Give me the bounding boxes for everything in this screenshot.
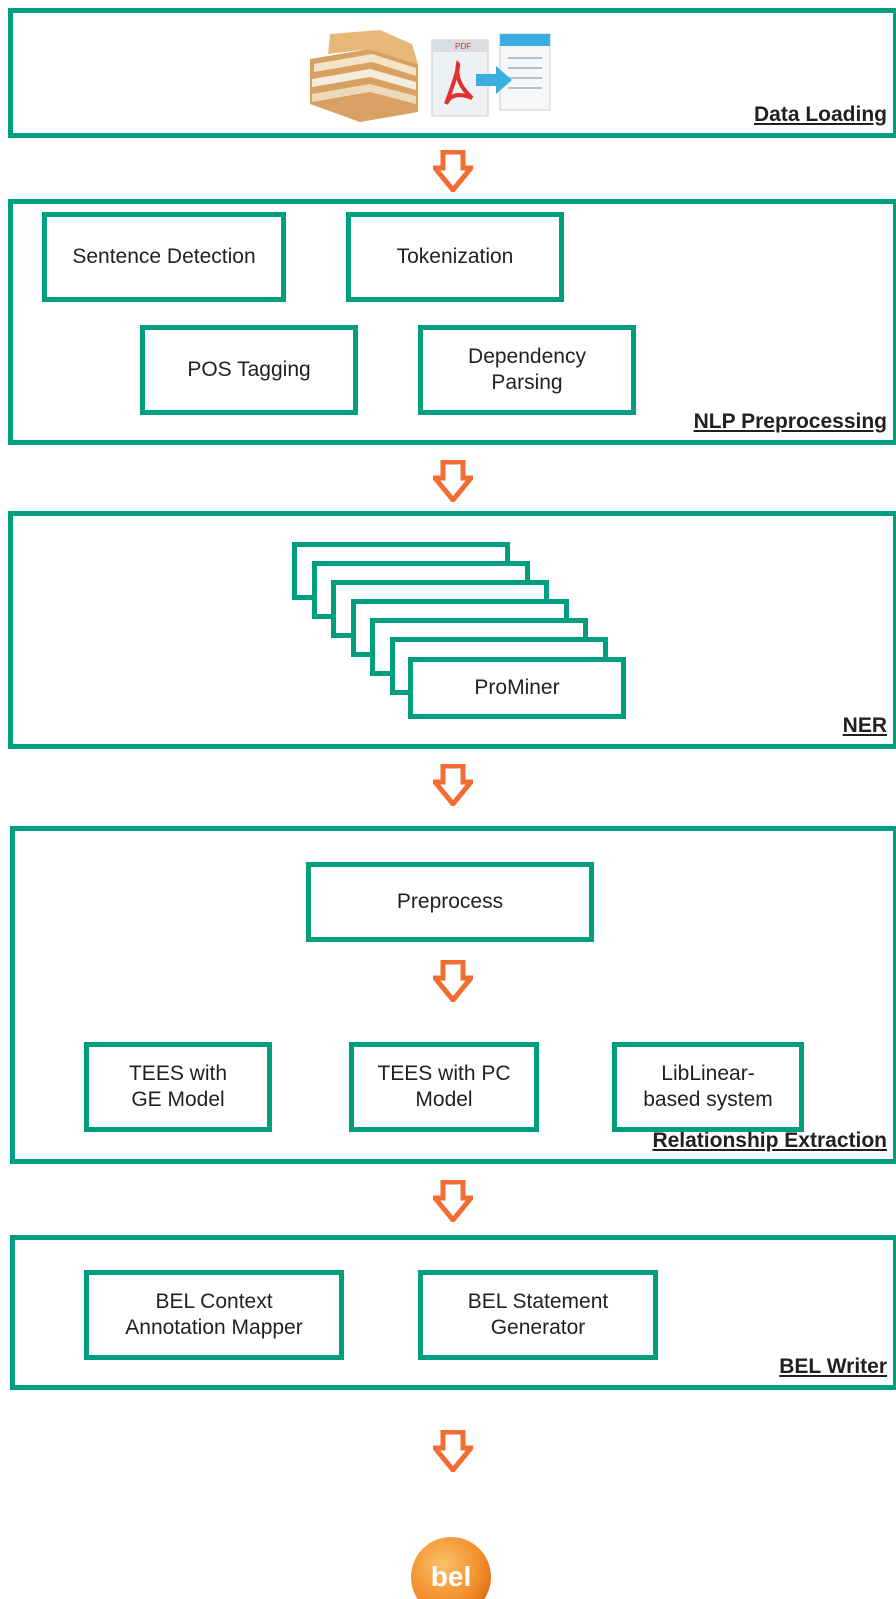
stage-label-nlp-preprocessing: NLP Preprocessing (693, 410, 887, 433)
step-preprocess: Preprocess (306, 862, 594, 942)
component-bel-context-annotation-mapper: BEL Context Annotation Mapper (84, 1270, 344, 1360)
flow-arrow-icon (433, 150, 473, 192)
flow-arrow-icon (433, 460, 473, 502)
flow-arrow-icon (433, 1430, 473, 1472)
bel-logo-text: bel (431, 1561, 471, 1592)
stage-label-ner: NER (842, 714, 887, 737)
tool-prominer: ProMiner (408, 657, 626, 719)
stage-label-relationship-extraction: Relationship Extraction (652, 1129, 887, 1152)
flow-arrow-icon (433, 764, 473, 806)
stage-label-data-loading: Data Loading (753, 103, 887, 126)
data-loading-icons: PDF (310, 30, 551, 122)
svg-text:PDF: PDF (455, 42, 471, 51)
flow-arrow-icon (433, 1180, 473, 1222)
pdf-convert-icon: PDF (431, 33, 551, 117)
flow-arrow-icon (433, 960, 473, 1002)
system-tees-pc-model: TEES with PC Model (349, 1042, 539, 1132)
step-sentence-detection: Sentence Detection (42, 212, 286, 302)
step-pos-tagging: POS Tagging (140, 325, 358, 415)
bel-logo: bel (411, 1537, 491, 1599)
component-bel-statement-generator: BEL Statement Generator (418, 1270, 658, 1360)
step-tokenization: Tokenization (346, 212, 564, 302)
step-dependency-parsing: Dependency Parsing (418, 325, 636, 415)
system-tees-ge-model: TEES with GE Model (84, 1042, 272, 1132)
stage-label-bel-writer: BEL Writer (779, 1355, 887, 1378)
system-liblinear: LibLinear- based system (612, 1042, 804, 1132)
document-stack-icon (310, 30, 418, 122)
